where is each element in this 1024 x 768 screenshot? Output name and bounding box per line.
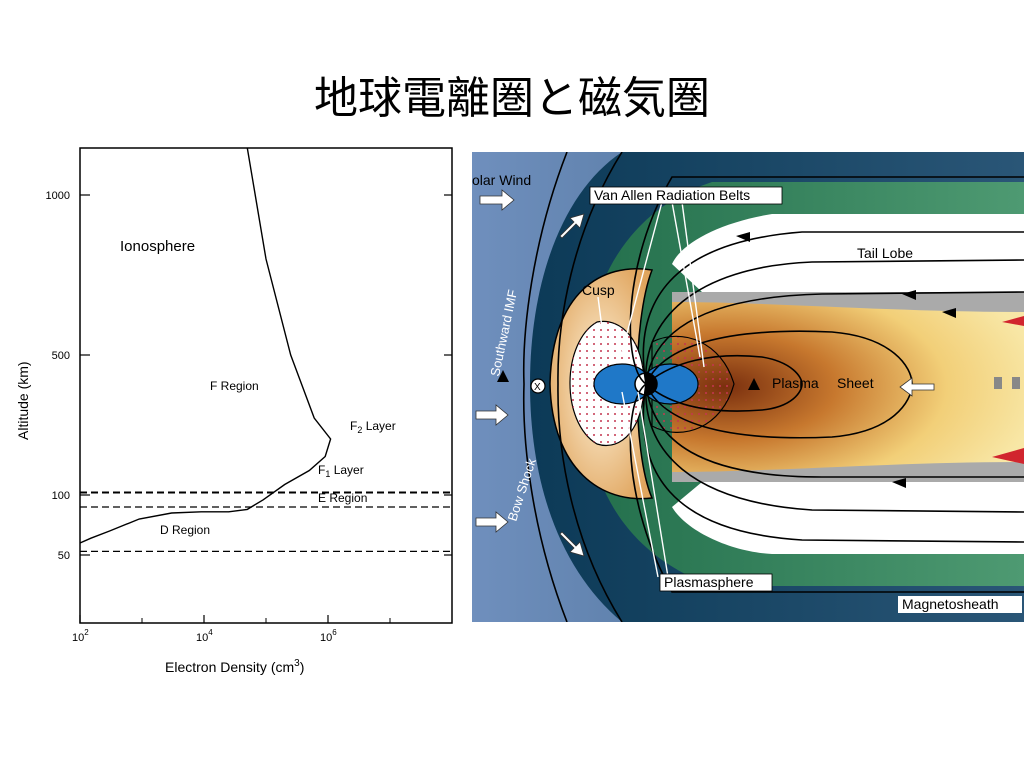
label-f2-layer: F2 Layer bbox=[350, 419, 396, 435]
reconnection-arrow-north bbox=[1002, 316, 1024, 326]
tail-dash-2 bbox=[1012, 377, 1020, 389]
y-tick-label: 100 bbox=[52, 490, 70, 502]
magnetosphere-svg: X olar Wind Van Allen Radiation Belts Ta… bbox=[472, 151, 1024, 623]
arrow-sheet-south bbox=[892, 478, 906, 488]
deflection-arrow-south bbox=[559, 531, 585, 557]
density-curve bbox=[79, 147, 332, 544]
deflection-arrow-north bbox=[559, 213, 585, 239]
x-tick-label: 102 bbox=[72, 628, 89, 644]
arrow-tail-lobe bbox=[736, 232, 750, 242]
y-tick-label: 50 bbox=[58, 550, 70, 562]
plasma-sheet bbox=[672, 302, 1024, 472]
arrow-imf bbox=[497, 370, 509, 382]
label-sheet: Sheet bbox=[837, 375, 874, 391]
tail-lobe-north bbox=[672, 214, 1024, 292]
solar-wind-arrow-bottom bbox=[475, 511, 509, 533]
label-plasma: Plasma bbox=[772, 375, 819, 391]
y-axis-ticks: 1000 500 100 50 bbox=[46, 190, 452, 562]
arrow-loop bbox=[748, 378, 760, 390]
tail-lobe-south bbox=[672, 482, 1024, 554]
solar-wind-arrow-mid bbox=[475, 404, 509, 426]
x-axis-label: Electron Density (cm3) bbox=[165, 658, 304, 675]
magnetosphere-diagram: X olar Wind Van Allen Radiation Belts Ta… bbox=[472, 151, 1024, 623]
label-van-allen-box bbox=[589, 186, 783, 205]
reconnection-arrow-south bbox=[992, 448, 1024, 464]
label-f-region: F Region bbox=[210, 379, 259, 393]
tail-dash-1 bbox=[994, 377, 1002, 389]
label-ionosphere: Ionosphere bbox=[120, 238, 195, 255]
label-cusp: Cusp bbox=[582, 282, 615, 298]
label-e-region: E Region bbox=[318, 491, 367, 505]
slide-title: 地球電離圏と磁気圏 bbox=[314, 73, 710, 124]
label-plasmasphere-box bbox=[659, 573, 773, 592]
solar-wind-arrow-top bbox=[479, 189, 515, 211]
y-axis-label: Altitude (km) bbox=[15, 361, 31, 440]
region-boundaries bbox=[80, 491, 452, 553]
label-van-allen: Van Allen Radiation Belts bbox=[594, 187, 750, 203]
flow-arrows bbox=[475, 189, 935, 557]
plot-frame bbox=[79, 147, 453, 624]
ionosphere-chart: 1000 500 100 50 102 104 106 Ionosphere F Regi… bbox=[0, 140, 460, 700]
y-tick-label: 500 bbox=[52, 350, 70, 362]
x-axis-ticks: 102 104 106 bbox=[72, 615, 391, 644]
label-plasmasphere: Plasmasphere bbox=[664, 574, 754, 590]
label-tail-lobe: Tail Lobe bbox=[857, 245, 913, 261]
y-tick-label: 1000 bbox=[46, 190, 70, 202]
sunward-flow-arrow bbox=[899, 377, 935, 397]
x-point-marker bbox=[530, 378, 546, 394]
label-leader-lines bbox=[597, 201, 705, 578]
arrow-boundary-north bbox=[902, 290, 916, 300]
field-arrows bbox=[497, 232, 956, 488]
x-tick-label: 106 bbox=[320, 628, 337, 644]
label-d-region: D Region bbox=[160, 523, 210, 537]
label-magnetosheath: Magnetosheath bbox=[902, 596, 999, 612]
arrow-sheet-north bbox=[942, 308, 956, 318]
ionosphere-chart-svg: 1000 500 100 50 102 104 106 Ionosphere F Regi… bbox=[15, 147, 453, 675]
label-solar-wind: olar Wind bbox=[472, 172, 531, 188]
label-magnetosheath-box bbox=[898, 596, 1022, 613]
label-f1-layer: F1 Layer bbox=[318, 463, 364, 479]
x-point-label: X bbox=[534, 382, 541, 393]
x-tick-label: 104 bbox=[196, 628, 213, 644]
